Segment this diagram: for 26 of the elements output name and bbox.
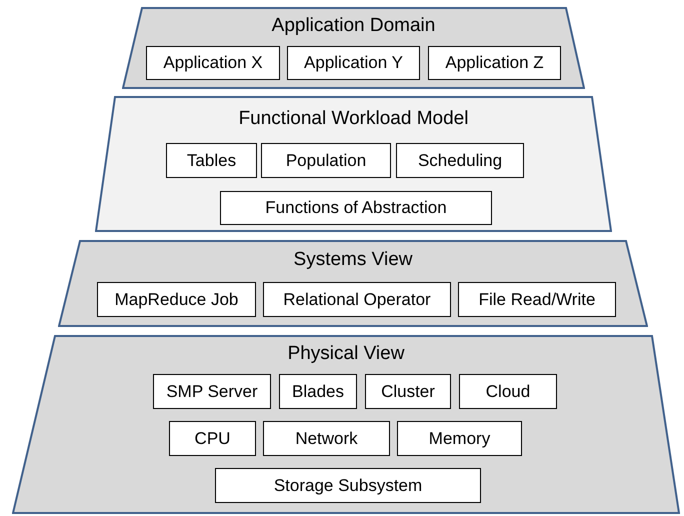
layer-band [95,96,612,232]
component-box: Application Z [428,46,561,80]
component-box: Functions of Abstraction [220,191,492,225]
component-box: Cluster [365,374,451,409]
component-box: CPU [169,421,256,456]
component-box: Memory [397,421,522,456]
component-box: Tables [166,143,257,178]
component-box: Population [261,143,391,178]
layer-title: Systems View [294,249,412,271]
layer-band [122,7,585,89]
component-box: Cloud [459,374,557,409]
layer-title: Physical View [288,343,404,365]
component-box: Network [263,421,390,456]
layer-band [58,240,648,327]
component-box: Storage Subsystem [215,468,481,503]
component-box: File Read/Write [458,282,616,317]
component-box: Application X [146,46,280,80]
component-box: Scheduling [396,143,524,178]
component-box: Relational Operator [263,282,451,317]
layer-title: Application Domain [272,15,436,37]
component-box: Blades [279,374,357,409]
component-box: Application Y [287,46,420,80]
component-box: SMP Server [153,374,271,409]
layer-title: Functional Workload Model [238,108,468,130]
component-box: MapReduce Job [97,282,256,317]
layer-band [12,335,680,514]
